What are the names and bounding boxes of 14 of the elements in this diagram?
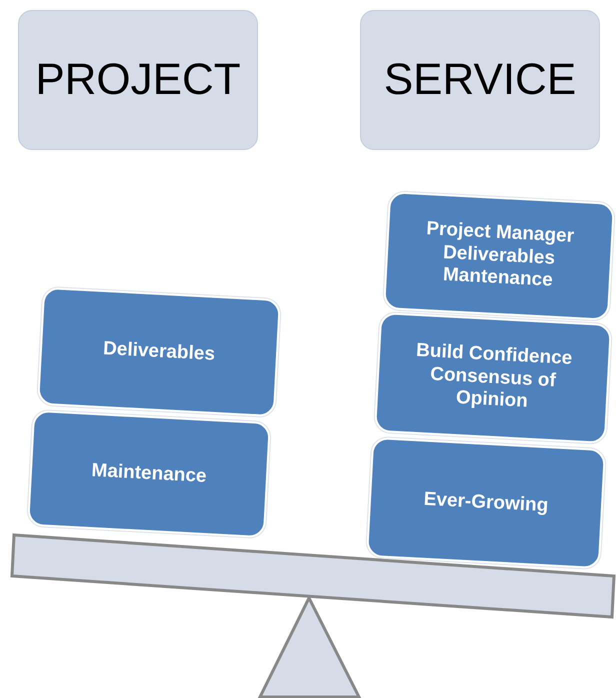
heading-box [360,10,600,150]
heading-box [18,10,258,150]
block-label: Project Manager Deliverables Mantenance [424,216,576,294]
block-label: SERVICE [384,55,576,105]
block-label: Maintenance [90,460,208,488]
weight-block [37,286,281,418]
weight-block [366,436,606,570]
weight-block [383,191,615,321]
block-label: Ever-Growing [423,488,549,518]
block-label: Deliverables [102,338,216,366]
weight-block [374,312,612,444]
weight-block [27,410,271,538]
block-label: Build Confidence Consensus of Opinion [414,338,574,414]
block-label: PROJECT [35,55,241,105]
